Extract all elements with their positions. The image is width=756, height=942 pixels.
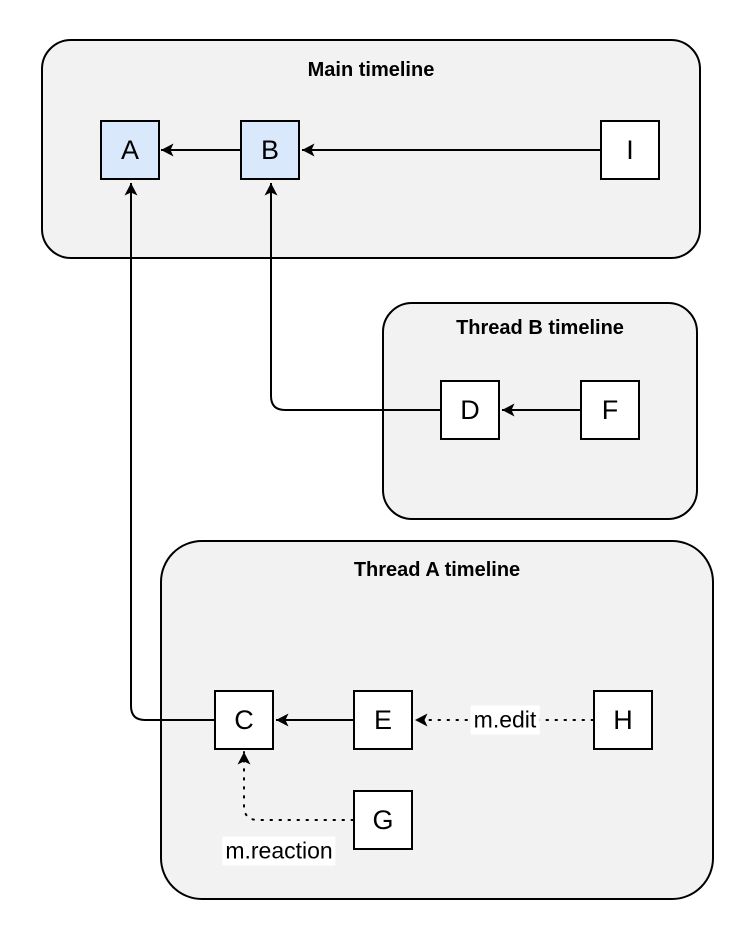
event-node-i-label: I	[626, 134, 634, 165]
event-node-g-label: G	[372, 804, 394, 835]
event-node-i: I	[600, 120, 660, 180]
event-node-h: H	[593, 690, 653, 750]
event-node-f: F	[580, 380, 640, 440]
container-thread-b-timeline: Thread B timeline	[382, 302, 698, 520]
event-node-h-label: H	[613, 704, 633, 735]
thread-a-timeline-title: Thread A timeline	[353, 559, 521, 581]
event-node-g: G	[353, 790, 413, 850]
event-node-a-label: A	[120, 134, 139, 165]
event-node-c-label: C	[234, 704, 254, 735]
event-node-b-label: B	[260, 134, 279, 165]
event-node-e: E	[353, 690, 413, 750]
edge-label-m-reaction: m.reaction	[222, 836, 336, 866]
edge-label-m-edit: m.edit	[470, 705, 540, 735]
event-node-e-label: E	[373, 704, 392, 735]
event-node-f-label: F	[601, 394, 619, 425]
thread-b-timeline-title: Thread B timeline	[456, 317, 624, 339]
event-node-b: B	[240, 120, 300, 180]
event-node-d: D	[440, 380, 500, 440]
event-node-c: C	[214, 690, 274, 750]
event-node-a: A	[100, 120, 160, 180]
event-node-d-label: D	[460, 394, 480, 425]
main-timeline-title: Main timeline	[307, 59, 435, 81]
